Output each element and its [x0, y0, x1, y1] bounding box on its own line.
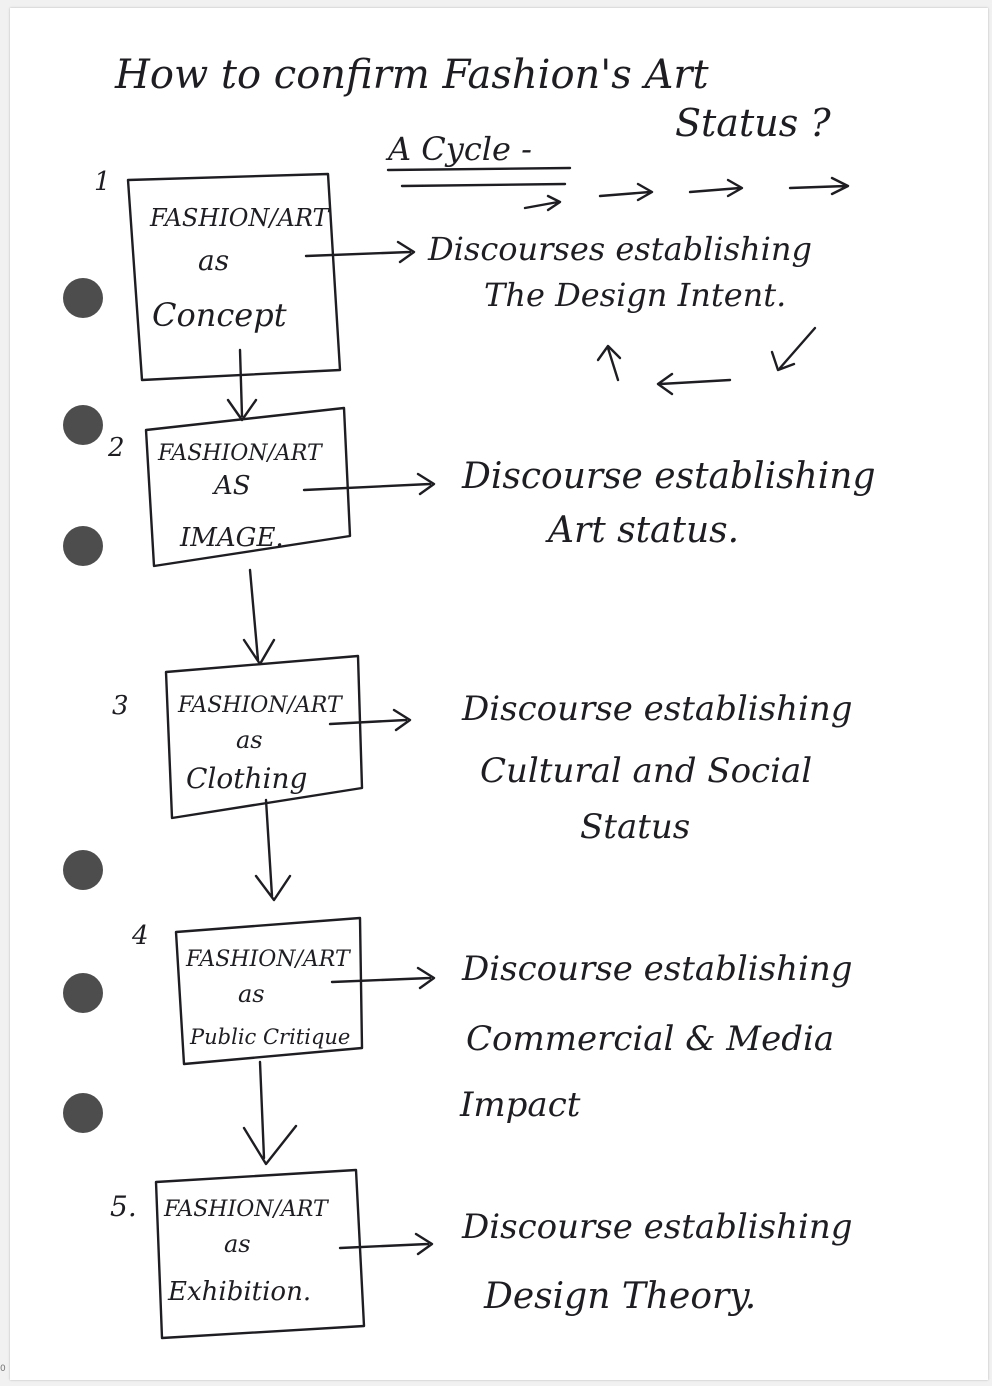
step-1: 1 FASHION/ART as Concept Discourses esta…	[94, 167, 812, 382]
punch-hole	[63, 1093, 103, 1133]
step-2: 2 FASHION/ART AS IMAGE. Discourse establ…	[107, 406, 876, 568]
discourse-line-2: Cultural and Social	[480, 751, 812, 791]
connector-arrow	[330, 966, 436, 990]
discourse-line-2: Design Theory.	[483, 1276, 756, 1317]
punch-hole	[63, 405, 103, 445]
title-line-2: Status ?	[675, 101, 831, 145]
step-number: 5.	[110, 1190, 137, 1223]
box-line-1: FASHION/ART	[163, 1197, 330, 1222]
punch-hole	[63, 278, 103, 318]
box-line-2: as	[224, 1230, 251, 1258]
step-number: 1	[94, 167, 111, 197]
cycle-underline-2	[400, 182, 567, 188]
title-line-1: How to confirm Fashion's Art	[114, 52, 710, 98]
discourse-line-1: Discourse establishing	[461, 456, 876, 497]
cycle-label: A Cycle -	[385, 130, 532, 168]
discourse-line-1: Discourse establishing	[461, 1207, 853, 1247]
punch-hole	[63, 973, 103, 1013]
connector-arrow	[338, 1232, 434, 1256]
connector-arrow	[304, 240, 416, 264]
box-line-3: Clothing	[186, 762, 307, 795]
discourse-line-3: Status	[580, 807, 690, 847]
box-line-2: as	[236, 726, 263, 754]
box-line-3: Exhibition.	[167, 1277, 311, 1307]
box-line-2: as	[238, 980, 265, 1008]
discourse-line-1: Discourse establishing	[461, 689, 853, 729]
step-box	[174, 916, 364, 1066]
down-arrow	[242, 568, 276, 666]
box-line-3: IMAGE.	[179, 523, 284, 553]
step-4: 4 FASHION/ART as Public Critique Discour…	[131, 916, 853, 1125]
page-corner-mark: 0	[0, 1364, 6, 1374]
punch-hole	[63, 526, 103, 566]
discourse-line-3: Impact	[459, 1085, 581, 1125]
box-line-1: FASHION/ART	[149, 204, 330, 232]
box-line-3: Concept	[152, 296, 287, 334]
box-line-2: as	[198, 244, 229, 277]
step-box	[164, 654, 364, 820]
down-arrow	[242, 1060, 298, 1166]
box-line-1: FASHION/ART	[177, 693, 344, 718]
discourse-line-1: Discourse establishing	[461, 949, 853, 989]
step-number: 2	[107, 433, 125, 463]
step-number: 4	[131, 921, 149, 951]
discourse-line-2: The Design Intent.	[484, 276, 786, 314]
connector-arrow	[302, 472, 436, 496]
down-arrow	[226, 348, 258, 422]
discourse-line-2: Commercial & Media	[466, 1019, 834, 1059]
discourse-line-2: Art status.	[545, 510, 739, 551]
step-box	[144, 406, 352, 568]
step-5: 5. FASHION/ART as Exhibition. Discourse …	[110, 1168, 853, 1340]
box-line-1: FASHION/ART	[157, 441, 324, 466]
box-line-1: FASHION/ART	[185, 947, 352, 972]
discourse-line-1: Discourses establishing	[427, 230, 812, 268]
box-line-2: AS	[212, 471, 251, 501]
cycle-underline	[386, 166, 572, 172]
cycle-arrows	[523, 176, 850, 396]
box-line-3: Public Critique	[189, 1025, 350, 1049]
connector-arrow	[328, 708, 412, 732]
handwritten-diagram: How to confirm Fashion's Art Status ? A …	[63, 52, 876, 1340]
step-box	[126, 172, 342, 382]
step-box	[154, 1168, 366, 1340]
punch-hole	[63, 850, 103, 890]
scanned-page: How to confirm Fashion's Art Status ? A …	[10, 8, 988, 1380]
step-number: 3	[112, 691, 129, 721]
down-arrow	[254, 798, 292, 902]
step-3: 3 FASHION/ART as Clothing Discourse esta…	[112, 654, 853, 847]
